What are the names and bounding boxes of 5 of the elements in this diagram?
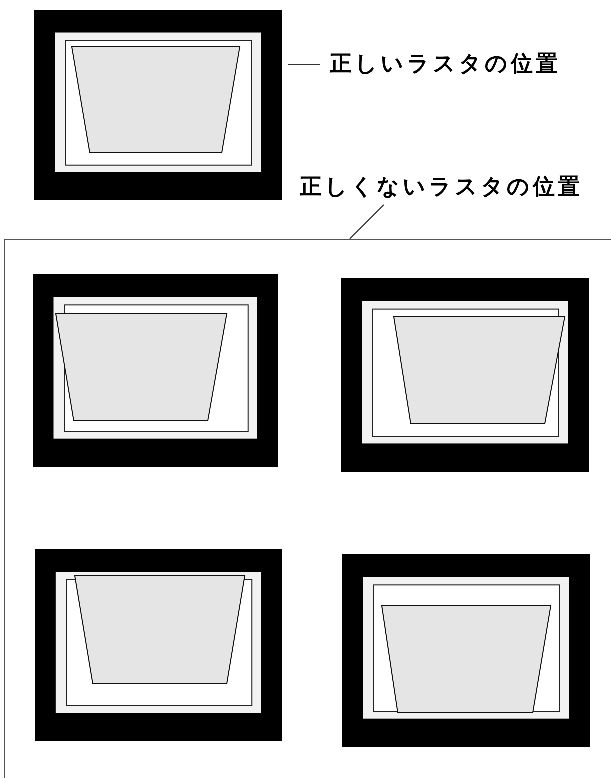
panel-frame [4, 239, 611, 778]
caption-label: 正しいラスタの位置 [330, 50, 561, 80]
leader-line [288, 64, 320, 66]
caption-label: 正しくないラスタの位置 [300, 173, 583, 203]
leader-line [350, 204, 384, 240]
